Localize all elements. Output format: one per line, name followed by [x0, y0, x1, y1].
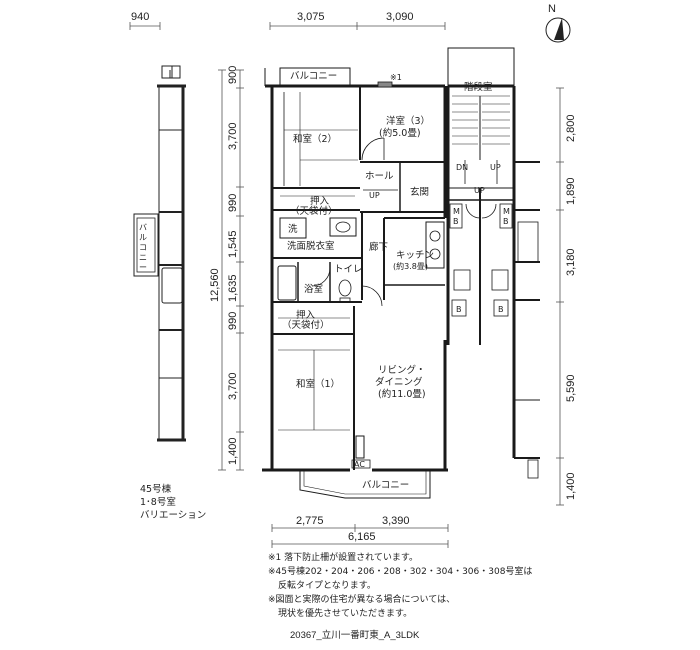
hall-label: ホール — [365, 171, 394, 182]
yoshitsu3-label: 洋室（3） — [386, 115, 430, 127]
dim-top-3075: 3,075 — [297, 11, 325, 23]
balcony-bottom-label: バルコニー — [362, 480, 409, 491]
note-line: 現状を優先させていただきます。 — [278, 609, 413, 619]
dim-left-900: 900 — [227, 66, 239, 84]
note-line: 反転タイプとなります。 — [278, 581, 376, 591]
dim-right-2800: 2,800 — [565, 114, 577, 142]
oshiire-bottom-label: 押入 — [296, 309, 316, 321]
toilet-label: トイレ — [334, 264, 363, 275]
oshiire-top-sub: （天袋付） — [290, 205, 338, 217]
dim-left-1545: 1,545 — [227, 230, 239, 258]
yokushitsu-label: 浴室 — [304, 283, 323, 295]
dim-left-3700a: 3,700 — [227, 122, 239, 150]
left-dimension-line — [218, 69, 244, 471]
dim-bottom-2775: 2,775 — [296, 515, 324, 527]
unit-walls — [262, 67, 448, 499]
kitchen-size: (約3.8畳) — [393, 261, 428, 271]
dim-right-1890: 1,890 — [565, 177, 577, 205]
dim-right-5590: 5,590 — [565, 374, 577, 402]
neighbor-unit-right — [512, 161, 540, 479]
notes-block: ※1 落下防止柵が設置されています。 ※45号棟202・204・206・208・… — [268, 551, 568, 621]
mb1-b: B — [453, 217, 459, 226]
box-b1: B — [456, 305, 462, 314]
note-line: ※45号棟202・204・206・208・302・304・306・308号室は — [268, 567, 533, 577]
ac-label: AC — [354, 460, 365, 469]
mb1-m: M — [453, 207, 460, 216]
building-note: 45号棟 1･8号室 バリエーション — [140, 483, 206, 522]
neighbor-unit-left — [133, 65, 186, 442]
dim-left-1635: 1,635 — [227, 274, 239, 302]
note-line: ※図面と実際の住宅が異なる場合については、 — [268, 595, 456, 605]
dim-bottom-6165: 6,165 — [348, 531, 376, 543]
building-note-line: 1･8号室 — [140, 497, 176, 508]
dining-label: ダイニング — [375, 376, 423, 388]
building-note-line: バリエーション — [140, 510, 207, 521]
top-dimension-line — [129, 22, 446, 30]
note-mark-1: ※1 — [390, 73, 402, 82]
dim-left-3700b: 3,700 — [227, 372, 239, 400]
dim-top-3090: 3,090 — [386, 11, 414, 23]
note-line: ※1 落下防止柵が設置されています。 — [268, 553, 418, 563]
plan-id: 20367_立川一番町東_A_3LDK — [290, 630, 420, 641]
oshiire-bottom-sub: （天袋付） — [282, 319, 330, 331]
dim-right-3180: 3,180 — [565, 248, 577, 276]
living-size: (約11.0畳) — [378, 388, 426, 400]
dim-left-1400: 1,400 — [227, 437, 239, 465]
balcony-side-label: バルコニー — [139, 223, 147, 272]
stair-dn-label: DN — [456, 163, 468, 172]
right-dimension-line — [556, 87, 564, 506]
hall-up-label: UP — [369, 191, 380, 200]
stair-up-label: UP — [490, 163, 501, 172]
compass-label: N — [548, 3, 556, 15]
yoshitsu3-size: (約5.0畳) — [379, 127, 421, 139]
dim-left-990b: 990 — [227, 312, 239, 330]
mb2-m: M — [503, 207, 510, 216]
dim-left-990a: 990 — [227, 194, 239, 212]
building-note-line: 45号棟 — [140, 484, 172, 495]
bottom-dimension-line — [271, 524, 449, 548]
dim-left-total: 12,560 — [209, 268, 221, 302]
landing-up-label: UP — [474, 186, 485, 195]
balcony-top-label: バルコニー — [290, 71, 337, 82]
dim-right-1400: 1,400 — [565, 472, 577, 500]
living-label: リビング・ — [378, 364, 426, 376]
kitchen-label: キッチン — [396, 250, 434, 261]
dim-top-940: 940 — [131, 11, 149, 23]
mb2-b: B — [503, 217, 509, 226]
senmen-label: 洗面脱衣室 — [287, 240, 335, 252]
north-compass-icon: N — [545, 3, 571, 43]
washitsu1-label: 和室（1） — [296, 378, 340, 390]
box-b2: B — [498, 305, 504, 314]
washitsu2-label: 和室（2） — [293, 133, 337, 145]
genkan-label: 玄関 — [410, 186, 429, 198]
stair-core — [446, 47, 516, 345]
washer-icon: 洗 — [288, 223, 298, 235]
oshiire-top-label: 押入 — [310, 195, 330, 207]
dim-bottom-3390: 3,390 — [382, 515, 410, 527]
stair-room-label: 階段室 — [464, 81, 493, 93]
roka-label: 廊下 — [369, 241, 388, 253]
